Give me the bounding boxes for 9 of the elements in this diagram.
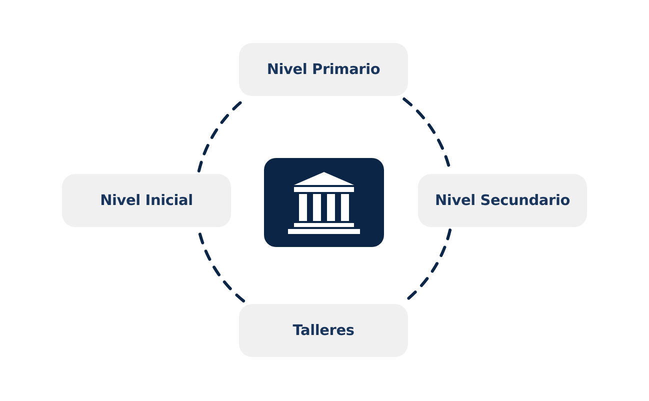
node-label: Nivel Inicial <box>100 192 193 208</box>
level-box <box>62 174 231 227</box>
level-box <box>239 304 408 357</box>
level-box <box>418 174 587 227</box>
node-label: Nivel Primario <box>266 62 380 78</box>
level-box <box>239 43 408 96</box>
node-label: Talleres <box>292 322 354 338</box>
node-label: Nivel Secundario <box>435 192 570 208</box>
building-icon <box>264 158 384 247</box>
